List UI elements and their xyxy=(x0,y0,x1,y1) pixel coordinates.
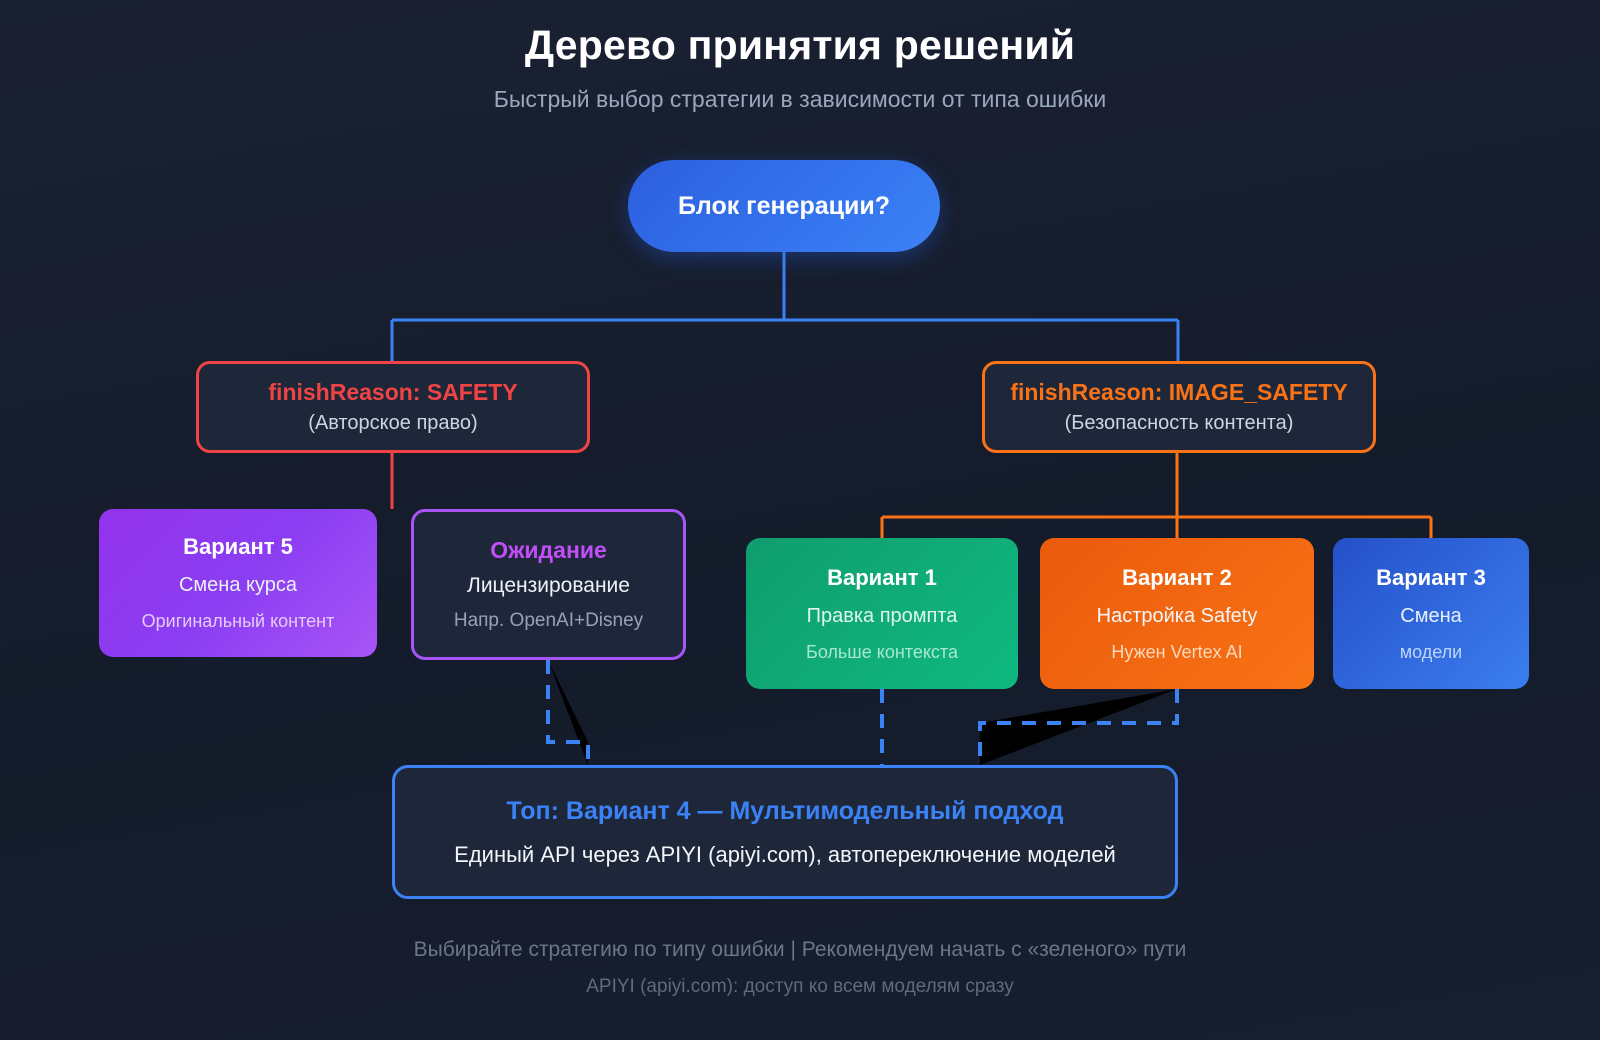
highlight-recommendation[interactable]: Топ: Вариант 4 — Мультимодельный подход … xyxy=(392,765,1178,899)
branch-safety-subtitle: (Авторское право) xyxy=(308,411,478,434)
connector-imagesafety-to-cards xyxy=(880,453,1433,538)
card-variant-2-meta: Нужен Vertex AI xyxy=(1111,641,1243,662)
node-root-label: Блок генерации? xyxy=(677,191,891,220)
card-variant-3-title: Вариант 3 xyxy=(1376,564,1486,590)
card-variant-2-title: Вариант 2 xyxy=(1122,564,1232,590)
branch-image-safety-title: finishReason: IMAGE_SAFETY xyxy=(1010,379,1348,406)
card-variant-3[interactable]: Вариант 3 Смена модели xyxy=(1333,538,1529,689)
node-branch-safety[interactable]: finishReason: SAFETY (Авторское право) xyxy=(196,361,590,453)
page-subtitle: Быстрый выбор стратегии в зависимости от… xyxy=(493,86,1107,112)
card-variant-3-subtitle: Смена xyxy=(1400,604,1462,627)
connector-root-to-branches xyxy=(390,252,1180,361)
card-variant-3-meta: модели xyxy=(1399,641,1463,662)
card-waiting-subtitle: Лицензирование xyxy=(467,574,630,597)
card-variant-2[interactable]: Вариант 2 Настройка Safety Нужен Vertex … xyxy=(1040,538,1314,689)
branch-image-safety-subtitle: (Безопасность контента) xyxy=(1064,411,1294,434)
card-variant-5-meta: Оригинальный контент xyxy=(141,611,335,631)
card-variant-5-subtitle: Смена курса xyxy=(178,574,298,596)
page-title: Дерево принятия решений xyxy=(524,22,1076,68)
card-variant-2-subtitle: Настройка Safety xyxy=(1096,604,1258,627)
node-root[interactable]: Блок генерации? xyxy=(628,160,940,252)
card-variant-5[interactable]: Вариант 5 Смена курса Оригинальный конте… xyxy=(99,509,377,657)
card-variant-1-subtitle: Правка промпта xyxy=(806,604,958,627)
card-waiting-title: Ожидание xyxy=(490,537,607,563)
footer-line-2: APIYI (apiyi.com): доступ ко всем моделя… xyxy=(586,976,1014,997)
footer-line-1: Выбирайте стратегию по типу ошибки | Рек… xyxy=(413,938,1187,961)
card-variant-1[interactable]: Вариант 1 Правка промпта Больше контекст… xyxy=(746,538,1018,689)
card-waiting-meta: Напр. OpenAI+Disney xyxy=(453,610,644,631)
card-variant-1-meta: Больше контекста xyxy=(806,641,958,662)
card-variant-1-title: Вариант 1 xyxy=(827,564,937,590)
highlight-title: Топ: Вариант 4 — Мультимодельный подход xyxy=(506,796,1064,825)
branch-safety-title: finishReason: SAFETY xyxy=(268,379,518,406)
connector-cards-to-highlight xyxy=(546,660,1179,765)
highlight-subtitle: Единый API через APIYI (apiyi.com), авто… xyxy=(454,841,1116,867)
card-waiting[interactable]: Ожидание Лицензирование Напр. OpenAI+Dis… xyxy=(411,509,686,660)
card-variant-5-title: Вариант 5 xyxy=(183,534,293,559)
node-branch-image-safety[interactable]: finishReason: IMAGE_SAFETY (Безопасность… xyxy=(982,361,1376,453)
